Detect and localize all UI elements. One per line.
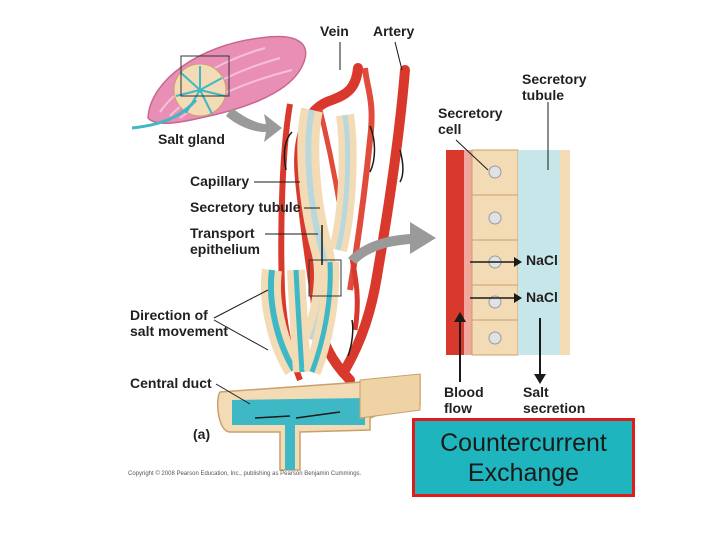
label-transport-epithelium-2: epithelium bbox=[190, 241, 261, 257]
caption-box: Countercurrent Exchange bbox=[412, 418, 635, 497]
copyright-text: Copyright © 2008 Pearson Education, Inc.… bbox=[128, 471, 362, 477]
label-artery: Artery bbox=[373, 23, 415, 39]
flow-arrows bbox=[254, 125, 404, 419]
magnified-panel bbox=[446, 149, 570, 384]
label-panel-a: (a) bbox=[193, 426, 211, 442]
label-blood-flow-2: flow bbox=[444, 400, 472, 416]
label-secretory-tubule-top-1: Secretory bbox=[522, 71, 587, 87]
label-salt-gland: Salt gland bbox=[158, 131, 225, 147]
label-transport-epithelium-1: Transport bbox=[190, 225, 255, 241]
caption-line-1: Countercurrent bbox=[440, 428, 607, 457]
leader-lines bbox=[213, 41, 549, 405]
central-duct bbox=[217, 373, 421, 471]
salt-gland-shape bbox=[131, 35, 307, 130]
label-blood-flow-1: Blood bbox=[444, 384, 484, 400]
caption-line-2: Exchange bbox=[467, 458, 580, 487]
zoom-arrow-2 bbox=[348, 222, 436, 264]
label-nacl-2: NaCl bbox=[526, 289, 558, 305]
label-capillary: Capillary bbox=[190, 173, 250, 189]
label-vein: Vein bbox=[320, 23, 349, 39]
label-secretory-tubule-top-2: tubule bbox=[522, 87, 564, 103]
zoom-arrow-1 bbox=[226, 108, 282, 142]
label-nacl-1: NaCl bbox=[526, 252, 558, 268]
label-salt-secretion-2: secretion bbox=[523, 400, 586, 416]
label-central-duct: Central duct bbox=[130, 375, 212, 391]
label-secretory-tubule: Secretory tubule bbox=[190, 199, 301, 215]
label-secretory-cell-1: Secretory bbox=[438, 105, 503, 121]
label-direction-2: salt movement bbox=[130, 323, 229, 339]
label-secretory-cell-2: cell bbox=[438, 121, 462, 137]
label-salt-secretion-1: Salt bbox=[523, 384, 549, 400]
label-direction-1: Direction of bbox=[130, 307, 208, 323]
